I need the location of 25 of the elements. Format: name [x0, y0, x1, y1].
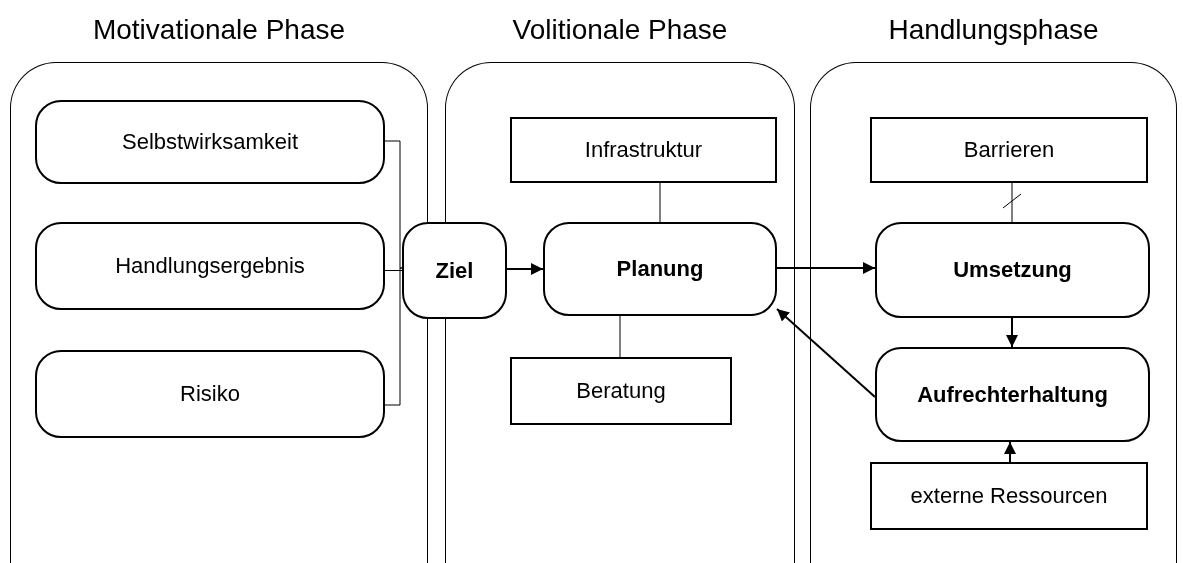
- arrow: [1004, 441, 1016, 463]
- arrow: [776, 308, 876, 398]
- arrow: [776, 262, 876, 274]
- factor-box: Beratung: [510, 357, 732, 425]
- rounded-process-box: Planung: [543, 222, 777, 316]
- connector-line: [619, 315, 621, 358]
- barrier-line: [1002, 182, 1022, 223]
- factor-box: Infrastruktur: [510, 117, 777, 183]
- connector-line: [659, 182, 661, 223]
- factor-box: externe Ressourcen: [870, 462, 1148, 530]
- rounded-process-box: Handlungsergebnis: [35, 222, 385, 310]
- factor-box: Barrieren: [870, 117, 1148, 183]
- phase-heading: Volitionale Phase: [511, 14, 729, 46]
- phase-heading: Handlungsphase: [887, 14, 1100, 46]
- rounded-process-box: Risiko: [35, 350, 385, 438]
- rounded-process-box: Selbstwirksamkeit: [35, 100, 385, 184]
- rounded-process-box: Ziel: [402, 222, 507, 319]
- connector-line: [384, 270, 403, 271]
- rounded-process-box: Umsetzung: [875, 222, 1150, 318]
- phase-heading: Motivationale Phase: [91, 14, 347, 46]
- connector-line: [384, 267, 403, 406]
- connector-line: [384, 140, 403, 269]
- arrow: [1006, 317, 1018, 348]
- arrow: [506, 263, 544, 275]
- rounded-process-box: Aufrechterhaltung: [875, 347, 1150, 442]
